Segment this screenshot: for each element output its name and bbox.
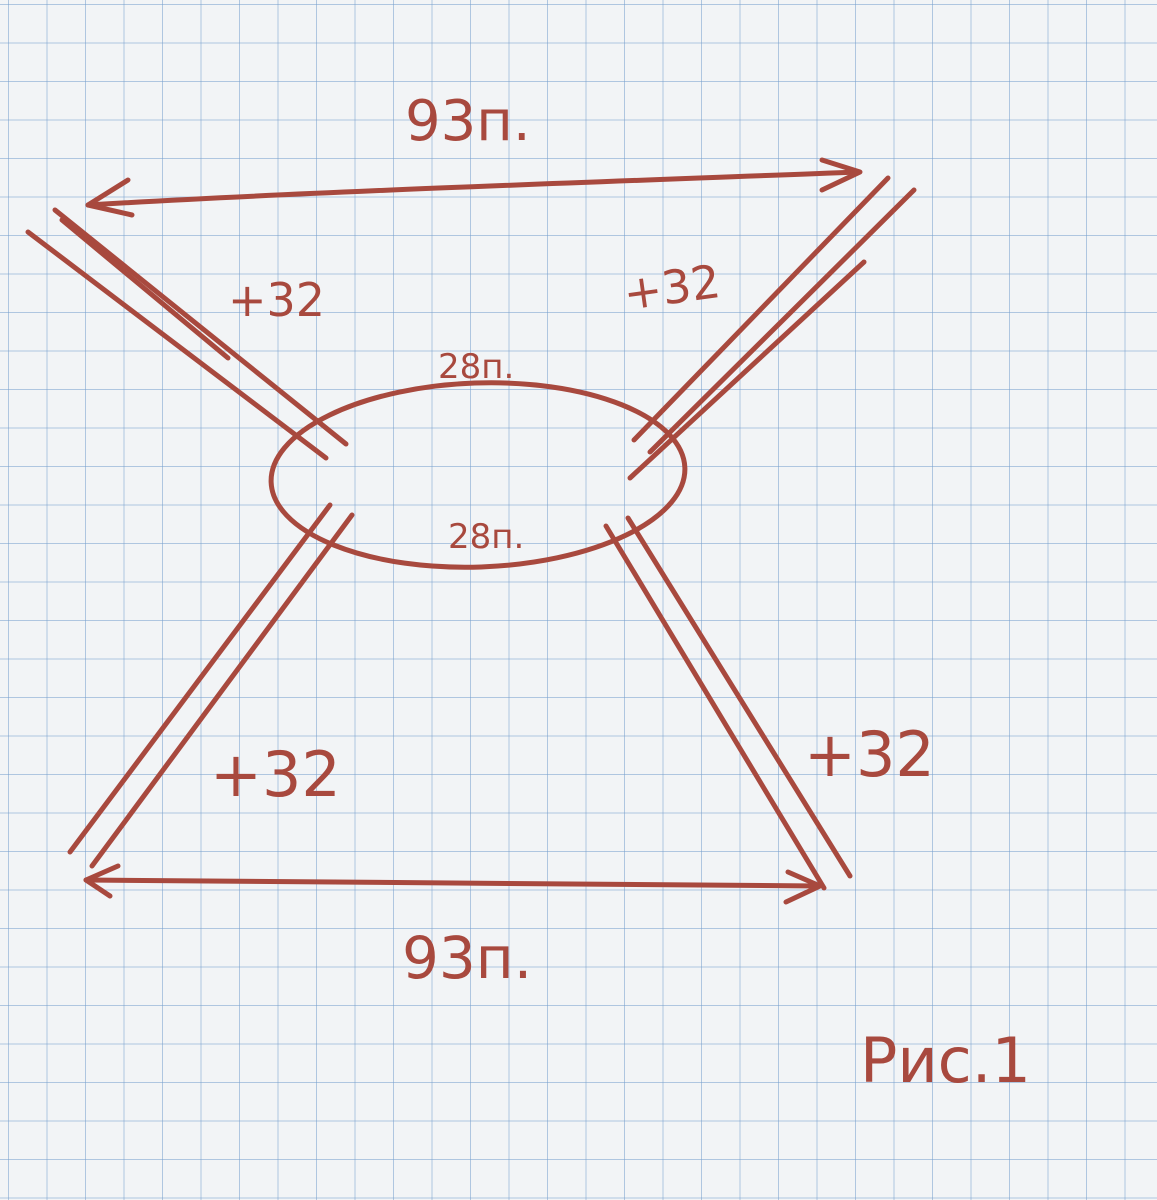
upper-left-raglan-line-inner — [52, 207, 349, 447]
upper-left-increase-label: +32 — [228, 273, 325, 327]
upper-left-raglan-line-extra — [59, 217, 231, 361]
figure-caption: Рис.1 — [860, 1024, 1031, 1097]
lower-right-raglan-line-inner — [625, 515, 853, 879]
neck-oval — [268, 380, 688, 570]
lower-right-increase-label: +32 — [804, 718, 935, 791]
top-arrow-head-left — [85, 177, 135, 218]
bottom-width-label: 93п. — [402, 924, 532, 992]
upper-left-raglan-line-outer — [25, 229, 329, 461]
top-arrow-head-right — [819, 157, 863, 193]
ink-strokes — [25, 157, 917, 905]
bottom-arrow-head-left — [83, 863, 121, 899]
lower-left-increase-label: +32 — [210, 738, 341, 811]
upper-right-increase-label: +32 — [620, 254, 724, 321]
upper-right-raglan-line-extra — [627, 259, 867, 481]
labels: 93п. +32 +32 28п. 28п. +32 +32 93п. Рис.… — [210, 89, 1031, 1097]
upper-right-raglan-line-outer — [631, 175, 891, 443]
neck-front-label: 28п. — [438, 347, 514, 387]
lower-right-raglan-line-outer — [603, 523, 827, 891]
top-width-arrow — [85, 169, 861, 208]
bottom-width-arrow — [83, 877, 821, 889]
neck-back-label: 28п. — [448, 517, 524, 557]
bottom-arrow-head-right — [783, 869, 823, 905]
lower-left-raglan-line-inner — [89, 512, 355, 869]
upper-right-raglan-line-inner — [647, 187, 917, 455]
top-width-label: 93п. — [405, 89, 531, 154]
lower-left-raglan-line-outer — [67, 502, 333, 855]
